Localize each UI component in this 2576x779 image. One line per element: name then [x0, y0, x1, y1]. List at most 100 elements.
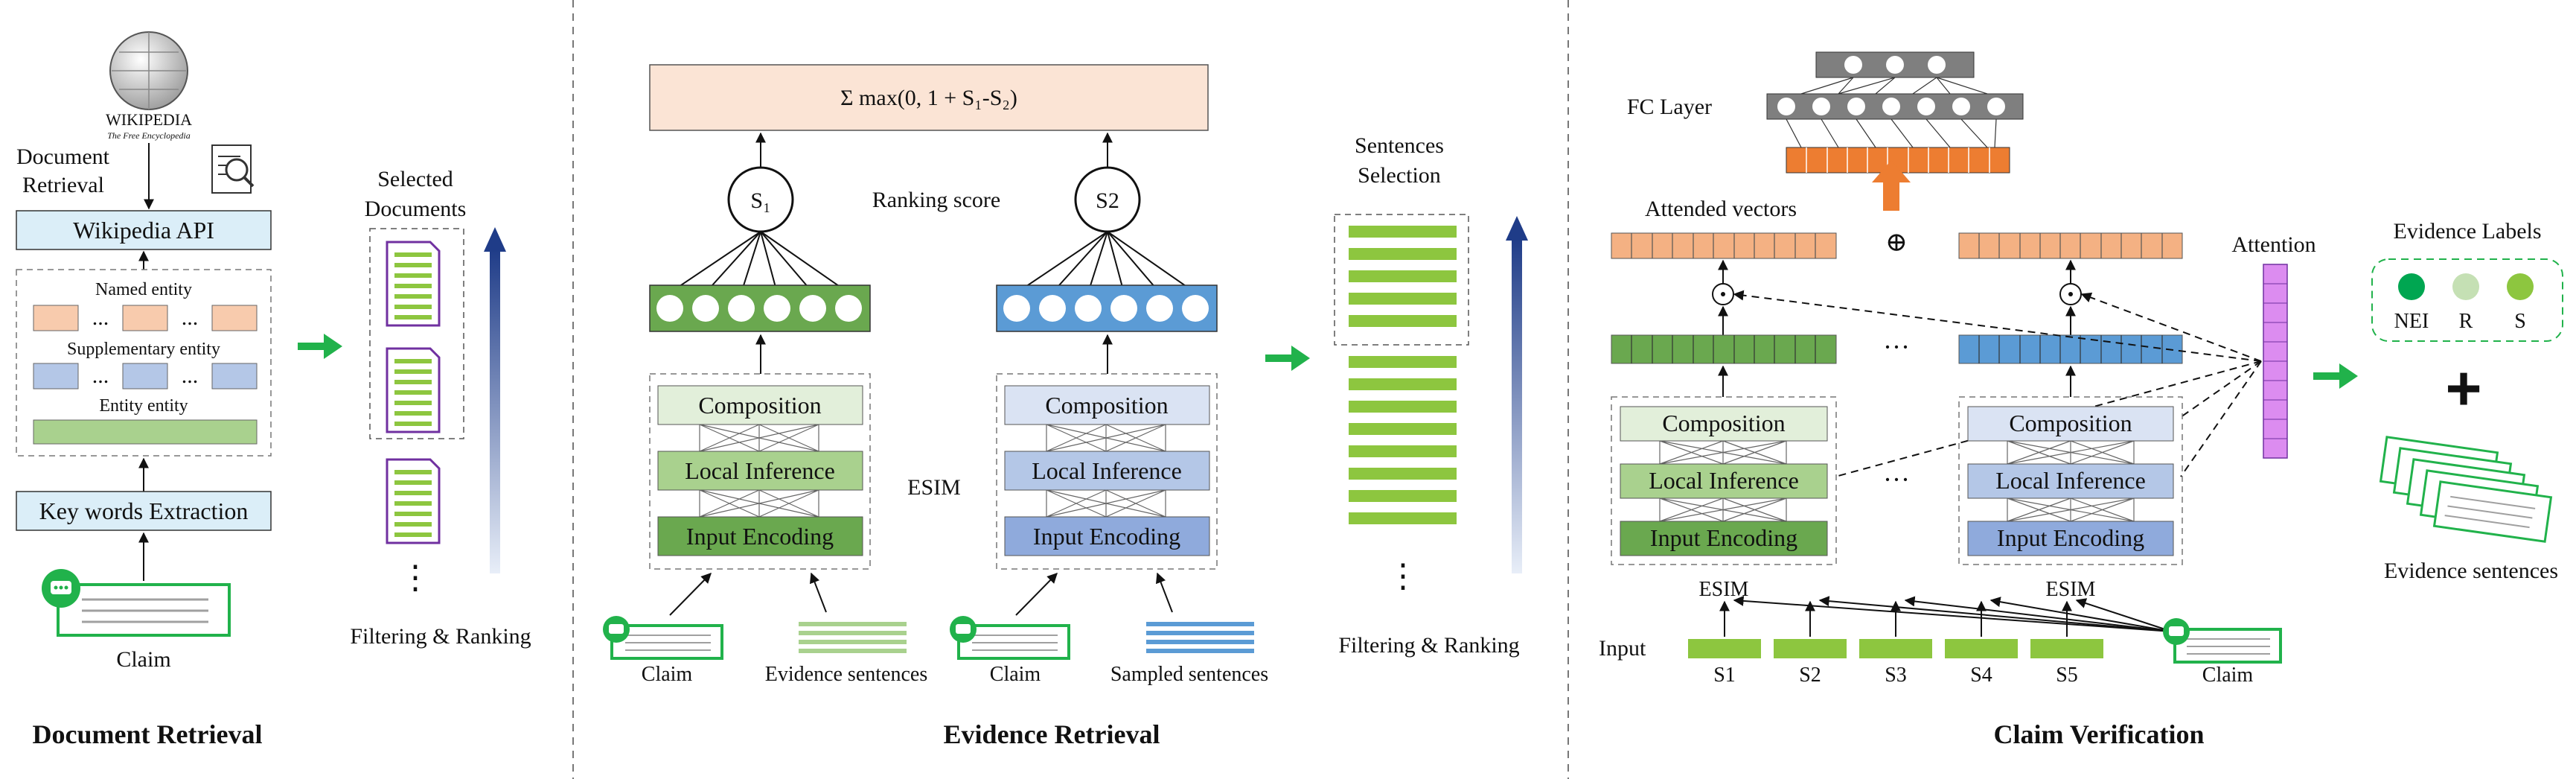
local-inference-label: Local Inference: [1649, 467, 1799, 494]
green-neurons: [656, 295, 862, 322]
label-dot-r: [2452, 273, 2479, 300]
ellipsis: ...: [92, 305, 109, 330]
composition-label: Composition: [698, 392, 821, 419]
attended-cells-right: [1978, 233, 2163, 258]
filtering-ranking-label: Filtering & Ranking: [1338, 633, 1519, 658]
input-s2: S2: [1799, 664, 1821, 687]
claim-card: [42, 569, 231, 637]
attended-vector-left: [1611, 232, 1837, 259]
esim-right-box: [1958, 396, 2183, 565]
ellipsis: ...: [182, 363, 199, 388]
local-inference-box: [1967, 463, 2174, 499]
esim-left-box: [1611, 396, 1837, 565]
score-s2-label: S2: [1096, 188, 1119, 213]
input-s4: S4: [1970, 664, 1992, 687]
fc-connectors-2: [1786, 118, 1997, 148]
attended-cells-left: [1631, 233, 1816, 258]
named-entity-block: [33, 305, 79, 331]
section-claim-verification: FC Layer Attended vectors ⊕ ··· Attentio…: [1599, 51, 2563, 749]
sampled-sentences-label: Sampled sentences: [1110, 663, 1268, 686]
supp-entity-block: [211, 363, 258, 390]
doc-retrieval-label-line1: Document: [16, 144, 110, 169]
input-encoding-box: [1967, 521, 2174, 556]
section-document-retrieval: WIKIPEDIA The Free Encyclopedia Document…: [16, 31, 531, 749]
input-label: Input: [1599, 636, 1646, 661]
sentences-label-line2: Selection: [1358, 163, 1441, 188]
ranking-arrow-head: [1506, 216, 1528, 241]
cross-connectors: [1659, 497, 1787, 522]
label-s: S: [2514, 310, 2526, 333]
selected-label-line2: Documents: [365, 197, 467, 221]
flow-arrow: [2313, 363, 2358, 389]
doc-icon: [386, 241, 441, 327]
cross-connectors: [699, 489, 819, 518]
input-s1: S1: [1713, 664, 1736, 687]
fc-bottom-cells: [1806, 147, 1990, 173]
local-inference-box: [657, 451, 863, 491]
blue-neuron-layer: [996, 284, 1218, 332]
local-inference-box: [1620, 463, 1828, 499]
vertical-ellipsis: ⋮: [399, 559, 432, 596]
doc-icon: [386, 347, 441, 433]
label-dot-s: [2507, 273, 2534, 300]
input-encoding-box: [1004, 516, 1210, 556]
cross-connectors: [1046, 489, 1166, 518]
attended-vector-right: [1958, 232, 2183, 259]
evidence-labels-title: Evidence Labels: [2393, 219, 2541, 244]
local-inference-label: Local Inference: [1995, 467, 2146, 494]
ranking-arrow-shaft: [1512, 238, 1522, 573]
entity-entity-block: [33, 419, 258, 445]
evidence-labels-box: [2371, 258, 2563, 342]
flow-arrow: [298, 334, 342, 359]
input-encoding-label: Input Encoding: [686, 523, 834, 550]
input-sentence-bars: [1688, 639, 2103, 658]
local-inference-label: Local Inference: [1032, 457, 1182, 484]
ranking-score-label: Ranking score: [872, 188, 1000, 212]
supplementary-entity-label: Supplementary entity: [67, 340, 220, 359]
sentences-label-line1: Sentences: [1355, 133, 1444, 158]
composition-box: [1004, 385, 1210, 425]
blue-hidden-vector: [1958, 334, 2183, 364]
blue-neurons: [1003, 295, 1209, 322]
sampled-sentences-icon: [1146, 622, 1254, 653]
selected-sentences-bars: [1349, 226, 1457, 327]
input-encoding-label: Input Encoding: [1650, 524, 1797, 551]
attention-label: Attention: [2231, 232, 2315, 257]
loss-box: [649, 64, 1209, 131]
local-inference-box: [1004, 451, 1210, 491]
wiki-tagline: The Free Encyclopedia: [107, 130, 191, 141]
input-encoding-box: [1620, 521, 1828, 556]
flow-arrow: [1265, 346, 1310, 371]
ranking-arrow-shaft: [490, 249, 500, 573]
blue-hidden-cells: [1978, 335, 2163, 363]
composition-label: Composition: [1662, 410, 1785, 436]
input-s3: S3: [1885, 664, 1907, 687]
claim-label: Claim: [990, 663, 1041, 686]
section-evidence-retrieval: Σ max(0, 1 + S₁-S₂) S₁ S2 Ranking score …: [603, 64, 1528, 749]
esim-label-right: ESIM: [2046, 578, 2096, 601]
named-entity-label: Named entity: [95, 280, 192, 299]
ellipsis: ...: [92, 363, 109, 388]
wikipedia-api-label: Wikipedia API: [73, 217, 214, 244]
label-r: R: [2459, 310, 2473, 333]
label-nei: NEI: [2394, 310, 2429, 333]
esim-right-box: [996, 373, 1218, 570]
claim-label: Claim: [116, 647, 170, 672]
input-encoding-label: Input Encoding: [1033, 523, 1180, 550]
section-title-claim-verification: Claim Verification: [1994, 719, 2205, 749]
entity-entity-label: Entity entity: [99, 396, 188, 416]
concat-arrow: [1872, 160, 1911, 211]
candidate-sentences-bars: [1349, 356, 1457, 524]
green-neuron-layer: [649, 284, 871, 332]
fan-lines-left: [669, 231, 849, 293]
input-encoding-label: Input Encoding: [1997, 524, 2144, 551]
attended-vectors-label: Attended vectors: [1645, 197, 1797, 221]
score-s1-label: S₁: [750, 188, 770, 213]
composition-box: [1620, 406, 1828, 442]
section-title-evidence-retrieval: Evidence Retrieval: [944, 719, 1160, 749]
label-dot-nei: [2398, 273, 2425, 300]
vertical-ellipsis: ⋮: [1387, 558, 1419, 594]
plus-sign: +: [2445, 353, 2481, 423]
composition-label: Composition: [1045, 392, 1168, 419]
